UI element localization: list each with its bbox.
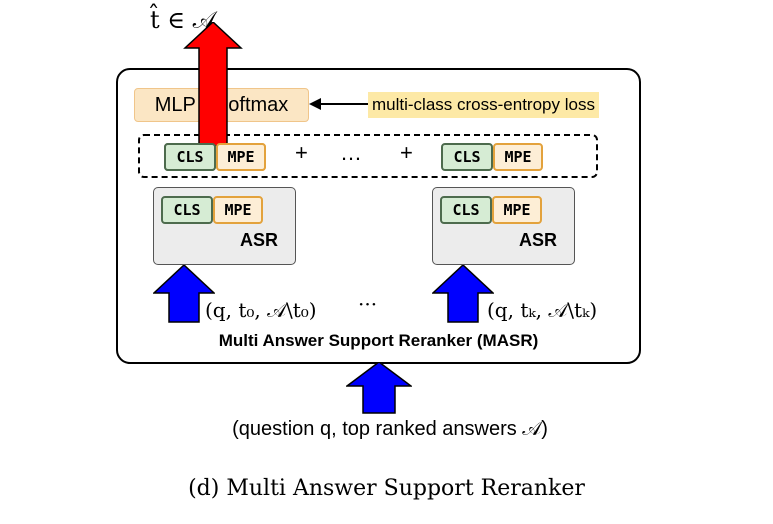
- input-label-right: (q, tₖ, 𝒜\tₖ): [487, 298, 598, 322]
- loss-arrow-icon: [309, 98, 369, 110]
- asr-right-label: ASR: [519, 230, 558, 250]
- figure-caption: (d) Multi Answer Support Reranker: [188, 476, 585, 501]
- concat-cls-chip-overlay: CLS: [164, 143, 216, 171]
- concat-cls-chip-last: CLS: [441, 143, 493, 171]
- asr-right-cls-chip: CLS: [440, 196, 492, 224]
- asr-right-mpe-chip: MPE: [492, 196, 542, 224]
- concat-mpe-chip-overlay: MPE: [216, 143, 266, 171]
- plus-sign-2: +: [400, 140, 413, 165]
- asr-left-cls-chip: CLS: [161, 196, 213, 224]
- output-up-arrow-icon: [183, 22, 243, 146]
- masr-title: Multi Answer Support Reranker (MASR): [218, 331, 539, 350]
- asr-left-mpe-chip: MPE: [213, 196, 263, 224]
- input-arrow-left-icon: [153, 265, 215, 323]
- input-label-left: (q, t₀, 𝒜\t₀): [205, 298, 317, 322]
- loss-label: multi-class cross-entropy loss: [368, 92, 599, 118]
- bottom-input-label: (question q, top ranked answers 𝒜): [232, 418, 548, 440]
- concat-dots: …: [340, 140, 362, 165]
- concat-mpe-chip-last: MPE: [493, 143, 543, 171]
- input-dots: ···: [358, 292, 378, 316]
- input-arrow-right-icon: [432, 265, 494, 323]
- bottom-input-arrow-icon: [346, 362, 412, 414]
- asr-left-label: ASR: [240, 230, 279, 250]
- plus-sign-1: +: [295, 140, 308, 165]
- concat-box: [138, 134, 598, 178]
